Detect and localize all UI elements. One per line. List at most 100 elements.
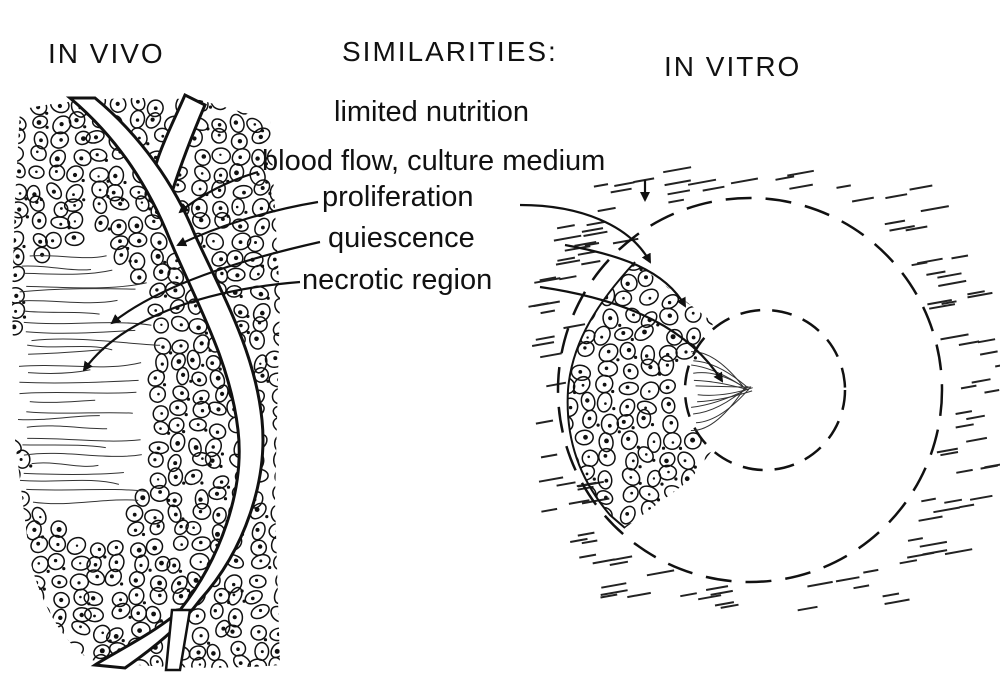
cell-nucleus <box>691 506 695 510</box>
cell <box>581 449 599 468</box>
cell-nucleus <box>94 135 98 139</box>
medium-hatch-mark <box>885 194 907 198</box>
cell-nucleus <box>582 384 585 387</box>
necrotic-streak <box>24 473 124 475</box>
cell <box>557 523 578 542</box>
cell-junction-dot <box>261 129 264 132</box>
cell <box>269 627 290 643</box>
cell-nucleus <box>136 100 140 104</box>
medium-hatch-mark <box>594 184 608 187</box>
cell <box>171 533 191 552</box>
cell-junction-dot <box>240 295 243 298</box>
cell-nucleus <box>260 374 264 378</box>
cell-nucleus <box>672 529 676 533</box>
cell-nucleus <box>685 476 690 481</box>
cell-nucleus <box>175 406 179 410</box>
cell-nucleus <box>726 274 731 279</box>
cell-nucleus <box>19 496 23 500</box>
cell-nucleus <box>644 275 648 279</box>
cell-nucleus <box>632 313 635 316</box>
similarities-header: SIMILARITIES: <box>342 38 558 66</box>
medium-hatch-mark <box>546 383 566 387</box>
cell-nucleus <box>180 323 183 326</box>
cell-junction-dot <box>679 447 682 450</box>
cell-nucleus <box>684 527 689 532</box>
cell <box>3 538 25 560</box>
cell-junction-dot <box>639 465 642 468</box>
cell-nucleus <box>649 297 652 300</box>
cell-nucleus <box>727 475 731 479</box>
cell-junction-dot <box>23 316 26 319</box>
cell <box>9 114 29 133</box>
medium-hatch-mark <box>900 560 917 563</box>
cell-nucleus <box>100 648 105 653</box>
cell-nucleus <box>215 492 219 496</box>
cell-nucleus <box>60 207 63 210</box>
cell <box>722 468 737 486</box>
cell-nucleus <box>667 262 671 266</box>
cell-nucleus <box>94 563 98 567</box>
cell-nucleus <box>175 441 180 446</box>
cell-junction-dot <box>22 301 25 304</box>
cell-nucleus <box>278 543 283 548</box>
cell-nucleus <box>115 560 119 564</box>
cell-nucleus <box>715 495 720 500</box>
medium-hatch-mark <box>959 341 979 345</box>
cell-junction-dot <box>745 520 748 523</box>
cell <box>657 505 673 522</box>
in-vitro-necrotic-streaks <box>691 352 753 431</box>
cell-nucleus <box>158 490 162 494</box>
cell-nucleus <box>626 282 630 286</box>
cell-nucleus <box>57 581 61 585</box>
medium-hatch-mark <box>944 500 962 503</box>
cell <box>270 504 287 523</box>
medium-hatch-mark <box>995 363 1000 367</box>
cell-nucleus <box>37 630 41 634</box>
cell-nucleus <box>175 276 178 279</box>
cell-junction-dot <box>227 486 230 489</box>
cell-nucleus <box>686 492 689 495</box>
cell-nucleus <box>582 275 586 279</box>
cell-nucleus <box>653 477 655 479</box>
medium-hatch-mark <box>541 311 555 314</box>
cell-junction-dot <box>662 447 665 450</box>
cell-nucleus <box>586 473 589 476</box>
medium-hatch-mark <box>852 198 874 202</box>
cell-nucleus <box>625 405 629 409</box>
cell-junction-dot <box>700 302 703 305</box>
cell-nucleus <box>32 528 36 532</box>
cell-nucleus <box>604 496 608 500</box>
cell-nucleus <box>38 562 41 565</box>
medium-hatch-mark <box>972 379 991 382</box>
cell-nucleus <box>11 106 15 110</box>
cell-nucleus <box>567 280 570 283</box>
medium-hatch-mark <box>956 470 972 473</box>
cell-nucleus <box>275 188 280 193</box>
cell-nucleus <box>159 427 162 430</box>
cell-nucleus <box>261 186 265 190</box>
cell <box>11 654 33 676</box>
medium-hatch-mark <box>885 221 905 225</box>
cell-nucleus <box>60 122 64 126</box>
cell-nucleus <box>221 217 225 221</box>
cell-nucleus <box>257 102 262 107</box>
cell-nucleus <box>234 559 238 563</box>
cell-nucleus <box>174 513 178 517</box>
cell <box>558 270 579 291</box>
cell-nucleus <box>134 578 138 582</box>
necrotic-streak <box>691 352 746 391</box>
cell-nucleus <box>73 204 76 207</box>
cell <box>707 490 726 503</box>
cell-nucleus <box>673 491 676 494</box>
cell-nucleus <box>716 263 719 266</box>
cell-junction-dot <box>163 383 166 386</box>
cell-nucleus <box>79 156 83 160</box>
cell-nucleus <box>692 297 695 300</box>
cell-nucleus <box>176 424 179 427</box>
cell-nucleus <box>12 474 16 478</box>
cell-nucleus <box>114 634 119 639</box>
cell-junction-dot <box>267 297 270 300</box>
cell <box>675 483 697 502</box>
necrotic-streak <box>26 283 147 288</box>
cell <box>663 483 684 502</box>
